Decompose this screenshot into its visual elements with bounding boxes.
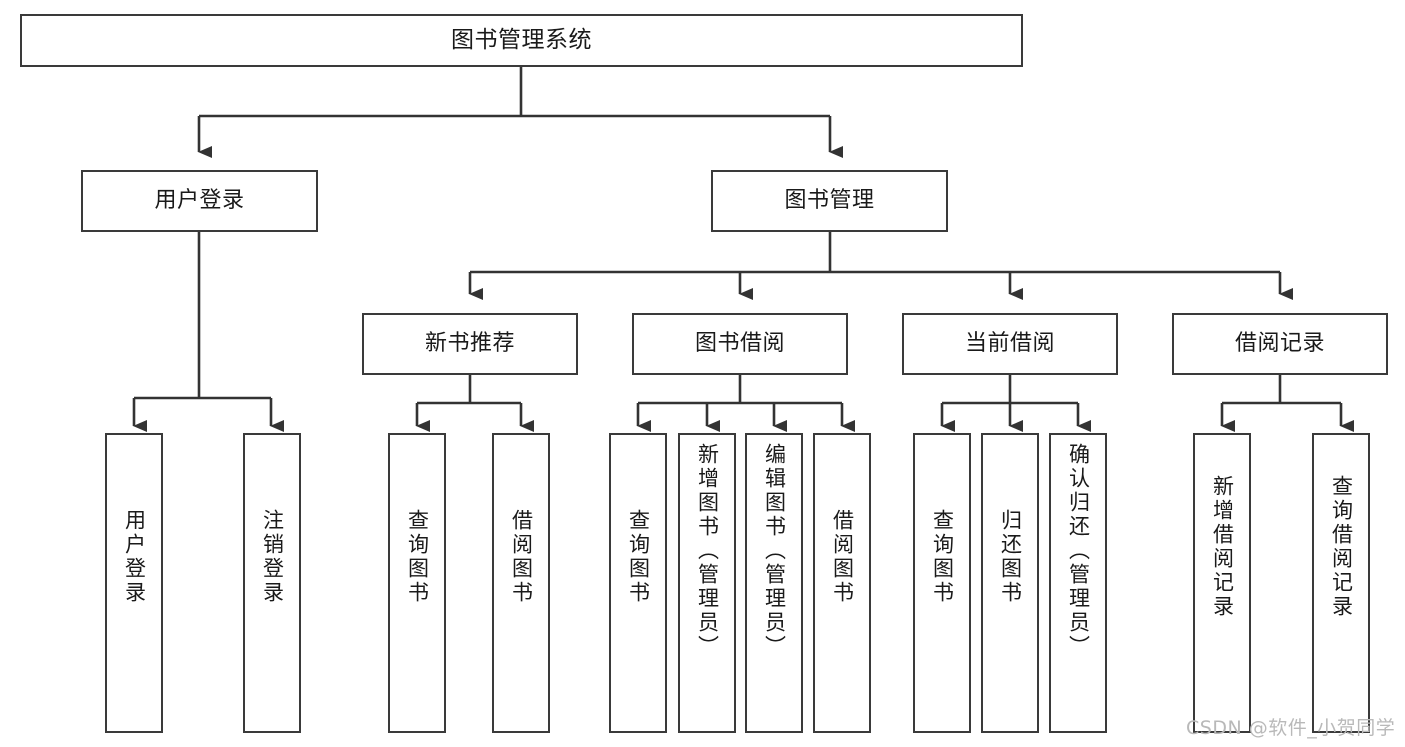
node-current-borrow[interactable]: 当前借阅 [902,313,1118,375]
node-new-book-recommend[interactable]: 新书推荐 [362,313,578,375]
leaf-borrow-book-borrow[interactable]: 借阅图书 [813,433,871,733]
node-label: 查询图书 [405,509,430,605]
node-label: 新增借阅记录 [1210,475,1235,619]
node-borrow-record[interactable]: 借阅记录 [1172,313,1388,375]
node-label: 编辑图书（管理员） [762,443,787,659]
node-label: 图书借阅 [694,330,785,356]
node-label: 查询借阅记录 [1329,475,1354,619]
leaf-query-book-current[interactable]: 查询图书 [913,433,971,733]
node-user-login[interactable]: 用户登录 [81,170,318,232]
leaf-confirm-return[interactable]: 确认归还（管理员） [1049,433,1107,733]
node-label: 用户登录 [154,187,245,213]
leaf-logout-login[interactable]: 注销登录 [243,433,301,733]
node-book-manage[interactable]: 图书管理 [711,170,948,232]
node-label: 借阅记录 [1234,330,1325,356]
node-label: 查询图书 [930,509,955,605]
node-label: 借阅图书 [830,509,855,605]
node-root-system[interactable]: 图书管理系统 [20,14,1023,67]
node-label: 新增图书（管理员） [695,443,720,659]
leaf-borrow-book-recommend[interactable]: 借阅图书 [492,433,550,733]
leaf-query-borrow-record[interactable]: 查询借阅记录 [1312,433,1370,733]
leaf-query-book-borrow[interactable]: 查询图书 [609,433,667,733]
leaf-add-book[interactable]: 新增图书（管理员） [678,433,736,733]
leaf-user-login[interactable]: 用户登录 [105,433,163,733]
leaf-add-borrow-record[interactable]: 新增借阅记录 [1193,433,1251,733]
node-label: 归还图书 [998,509,1023,605]
node-label: 图书管理系统 [451,26,592,53]
node-label: 查询图书 [626,509,651,605]
leaf-edit-book[interactable]: 编辑图书（管理员） [745,433,803,733]
node-label: 图书管理 [784,187,875,213]
leaf-return-book[interactable]: 归还图书 [981,433,1039,733]
node-label: 新书推荐 [424,330,515,356]
node-label: 注销登录 [260,509,285,605]
csdn-watermark: CSDN @软件_小贺同学 [1186,717,1396,739]
node-label: 用户登录 [122,509,147,605]
leaf-query-book-recommend[interactable]: 查询图书 [388,433,446,733]
node-book-borrow[interactable]: 图书借阅 [632,313,848,375]
node-label: 借阅图书 [509,509,534,605]
node-label: 确认归还（管理员） [1066,443,1091,659]
node-label: 当前借阅 [964,330,1055,356]
